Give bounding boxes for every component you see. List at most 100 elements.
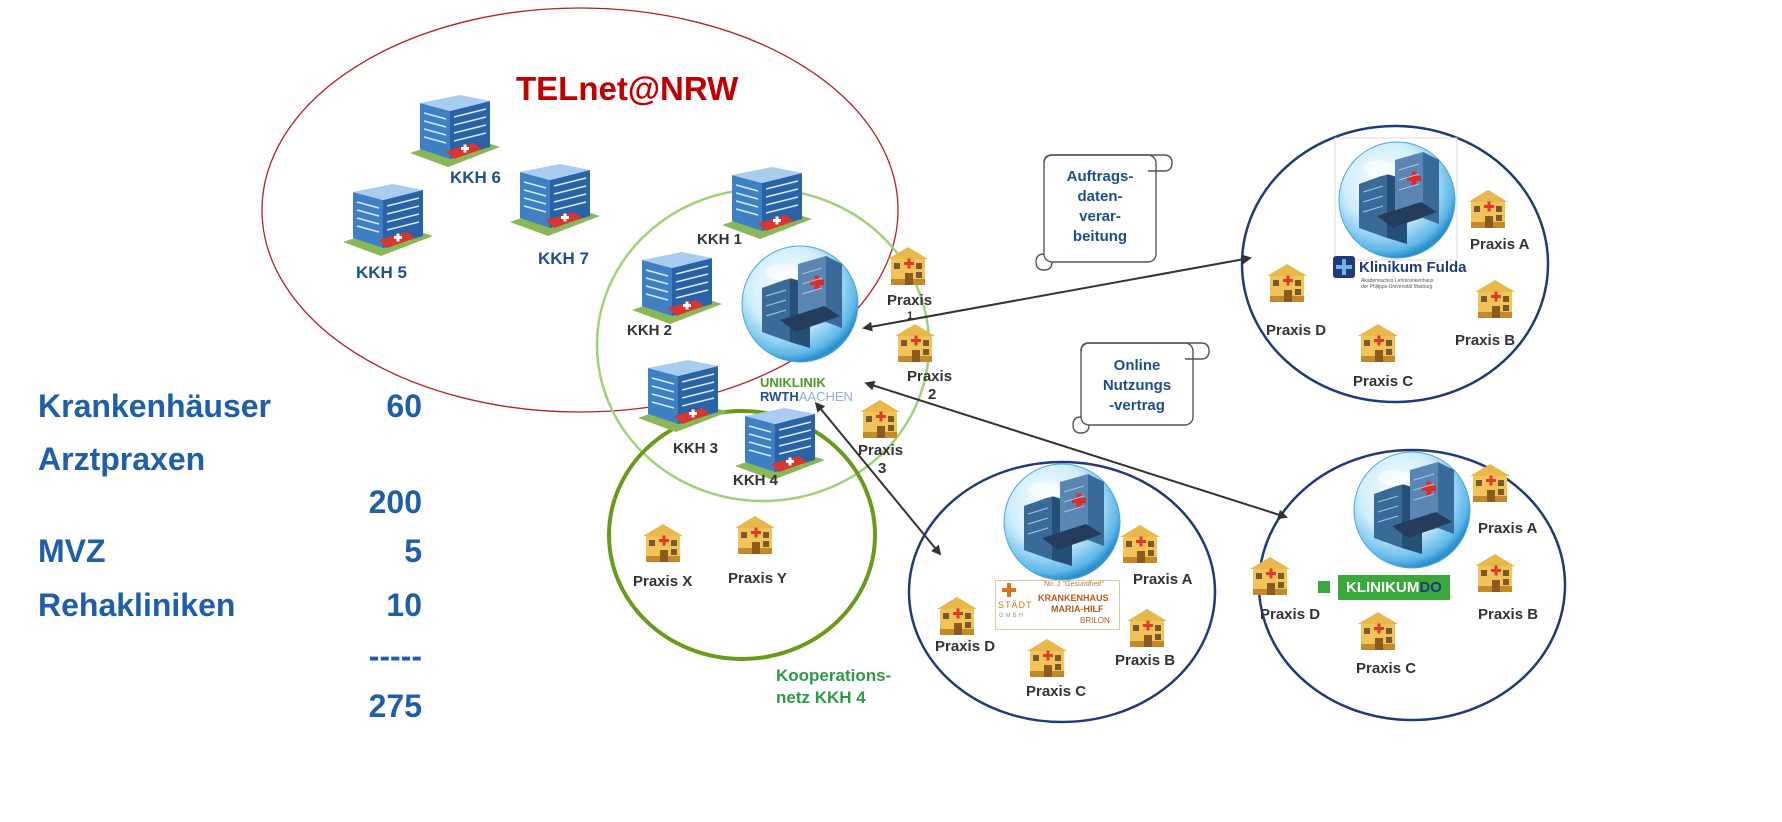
uniklinik-logo: UNIKLINIK RWTHAACHEN — [760, 376, 853, 404]
praxis-icon-fulda-d — [1267, 264, 1307, 302]
dortmund-praxis-b-label: Praxis B — [1478, 606, 1539, 623]
praxis-x-label: Praxis X — [633, 573, 693, 590]
dortmund-praxis-d-label: Praxis D — [1260, 606, 1321, 623]
uniklinik-logo-line2: RWTHAACHEN — [760, 390, 853, 404]
praxis-icon-x — [643, 524, 683, 562]
brilon-logo-line2: MARIA-HILF — [1051, 604, 1104, 614]
praxis3-number: 3 — [878, 460, 887, 477]
brilon-logo-line1: KRANKENHAUS — [1038, 593, 1109, 603]
contract-online-text: Online Nutzungs -vertrag — [1087, 356, 1187, 416]
dortmund-logo-a: KLINIKUM — [1346, 578, 1420, 596]
contract-online-line1: Online — [1113, 357, 1161, 374]
arrow-to-fulda — [862, 254, 1252, 332]
praxis-icon-do-a — [1470, 464, 1510, 502]
brilon-logo-gmbh: GMBH — [999, 613, 1025, 619]
arrow-to-brilon — [814, 401, 942, 556]
praxis-icon-do-c — [1358, 612, 1398, 650]
telnet-ring — [261, 7, 899, 413]
fulda-logo: Klinikum Fulda Akademisches Lehrkrankenh… — [1333, 256, 1467, 290]
kkh2-label: KKH 2 — [627, 322, 673, 339]
hospital-icon-kkh2 — [631, 251, 723, 325]
stat-value-rehakliniken: 10 — [386, 587, 422, 623]
praxis-icon-do-d — [1250, 557, 1290, 595]
page-title: TELnet@NRW — [516, 70, 739, 107]
uniklinik-logo-line1: UNIKLINIK — [760, 375, 826, 390]
fulda-cross-icon — [1333, 256, 1355, 278]
uniklinik-logo-aachen: AACHEN — [798, 389, 853, 404]
kkh4-label: KKH 4 — [733, 472, 779, 489]
fulda-logo-text: Klinikum Fulda — [1359, 258, 1467, 276]
stat-separator: ----- — [368, 638, 422, 674]
kkh5-label: KKH 5 — [356, 263, 408, 282]
contract-auftrag-line1: Auftrags- — [1066, 168, 1134, 185]
praxis3-label: Praxis — [858, 442, 904, 459]
dortmund-praxis-a-label: Praxis A — [1478, 520, 1538, 537]
brilon-logo: No. 1 "Gesundheit" STÄDT GMBH KRANKENHAU… — [995, 580, 1120, 630]
kooperation-label-line1: Kooperations- — [776, 666, 892, 685]
praxis-icon-fulda-c — [1358, 324, 1398, 362]
praxis-icon-do-b — [1475, 554, 1515, 592]
fulda-praxis-b-label: Praxis B — [1455, 332, 1516, 349]
kkh7-label: KKH 7 — [538, 249, 590, 268]
praxis1-number: 1 — [907, 310, 914, 322]
fulda-praxis-a-label: Praxis A — [1470, 236, 1530, 253]
stat-label-arztpraxen: Arztpraxen — [38, 441, 206, 477]
fulda-logo-sub2: der Philipps-Universität Marburg — [1361, 284, 1433, 290]
kkh3-label: KKH 3 — [673, 440, 719, 457]
contract-auftrag-line4: beitung — [1072, 228, 1128, 245]
hospital-icon-kkh3 — [637, 359, 729, 433]
dortmund-logo-box: KLINIKUMDO — [1338, 574, 1450, 600]
praxis-y-label: Praxis Y — [728, 570, 787, 587]
kkh1-label: KKH 1 — [697, 231, 743, 248]
fulda-praxis-d-label: Praxis D — [1266, 322, 1327, 339]
dortmund-logo-mark — [1318, 581, 1330, 593]
contract-auftrag-line2: daten- — [1077, 188, 1123, 205]
dortmund-praxis-c-label: Praxis C — [1356, 660, 1417, 677]
contract-auftrag-text: Auftrags- daten- verar- beitung — [1050, 167, 1150, 247]
stat-value-arztpraxen: 200 — [368, 484, 422, 520]
praxis1-label: Praxis — [887, 292, 933, 309]
praxis-icon-fulda-a — [1468, 190, 1508, 228]
brilon-logo-line3: BRILON — [1080, 616, 1110, 625]
hospital-icon-kkh6 — [409, 94, 501, 168]
praxis2-label: Praxis — [907, 368, 953, 385]
brilon-praxis-d-label: Praxis D — [935, 638, 996, 655]
contract-scroll-auftrag — [1035, 154, 1173, 271]
praxis-icon-fulda-b — [1475, 280, 1515, 318]
dortmund-bubble-icon — [1353, 451, 1471, 569]
praxis-icon-y — [735, 516, 775, 554]
fulda-praxis-c-label: Praxis C — [1353, 373, 1414, 390]
praxis-icon-brilon-b — [1127, 609, 1167, 647]
stat-value-total: 275 — [368, 688, 422, 724]
contract-auftrag-line3: verar- — [1079, 208, 1121, 225]
brilon-cross-icon — [1002, 583, 1016, 597]
brilon-logo-top: No. 1 "Gesundheit" — [1044, 581, 1104, 588]
kkh6-label: KKH 6 — [450, 168, 502, 187]
fulda-logo-sub1: Akademisches Lehrkrankenhaus — [1361, 278, 1434, 284]
brilon-praxis-c-label: Praxis C — [1026, 683, 1087, 700]
praxis-icon-brilon-c — [1027, 639, 1067, 677]
praxis-icon-3 — [860, 400, 900, 438]
contract-scroll-online — [1072, 342, 1210, 434]
brilon-bubble-icon — [1003, 463, 1121, 581]
hospital-icon-kkh1 — [721, 166, 813, 240]
stat-value-mvz: 5 — [404, 533, 422, 569]
fulda-bubble-icon — [1338, 141, 1456, 259]
praxis-icon-brilon-a — [1120, 525, 1160, 563]
praxis-icon-1 — [888, 247, 928, 285]
kooperation-label-line2: netz KKH 4 — [776, 688, 866, 707]
hospital-icon-kkh4 — [734, 407, 826, 481]
hospital-icon-kkh7 — [509, 163, 601, 237]
stat-label-krankenhaeuser: Krankenhäuser — [38, 388, 271, 424]
stat-label-rehakliniken: Rehakliniken — [38, 587, 236, 623]
brilon-logo-stadt: STÄDT — [998, 600, 1033, 610]
dortmund-logo-b: DO — [1419, 578, 1442, 596]
uniklinik-logo-rwth: RWTH — [760, 389, 799, 404]
praxis2-number: 2 — [928, 386, 937, 403]
uniklinik-bubble-icon — [741, 245, 859, 363]
contract-online-line2: Nutzungs — [1102, 377, 1172, 394]
hospital-icon-kkh5 — [342, 183, 434, 257]
dortmund-logo: KLINIKUMDO — [1318, 571, 1450, 603]
contract-online-line3: -vertrag — [1109, 397, 1165, 414]
